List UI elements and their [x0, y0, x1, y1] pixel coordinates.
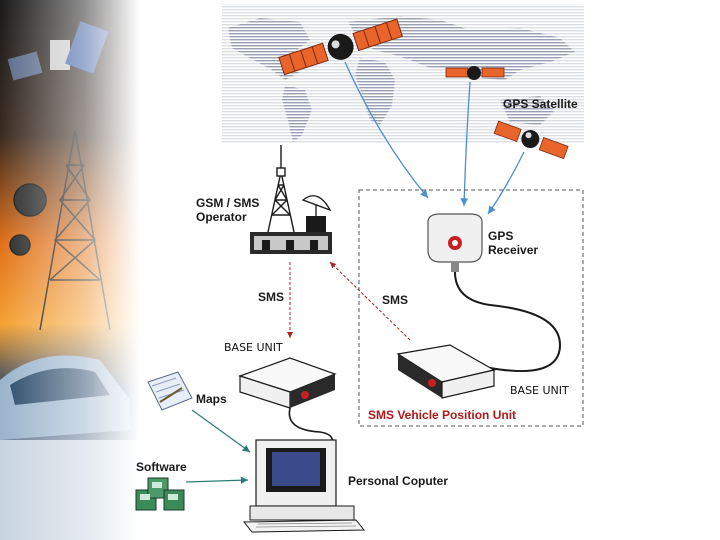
software-arrow: [185, 476, 249, 484]
gsm-tower-icon: [267, 145, 295, 233]
gps-arrow-1: [344, 61, 429, 199]
sms-vehicle-position-unit-label: SMS Vehicle Position Unit: [368, 408, 517, 422]
gps-receiver-label-line1: GPS: [488, 229, 514, 243]
gsm-operator-label-line2: Operator: [196, 210, 247, 224]
gps-satellite-label: GPS Satellite: [503, 97, 578, 111]
sms-arrows: [287, 261, 411, 341]
vehicle-unit-boundary: [358, 189, 584, 427]
software-icon: [135, 477, 185, 511]
left-photo-collage: [0, 0, 140, 540]
gps-receiver-label-line2: Receiver: [488, 243, 539, 257]
satellite-small-icon: [445, 66, 505, 80]
sms-label-left: SMS: [258, 290, 285, 304]
gps-arrow-2: [460, 81, 471, 207]
sms-label-right: SMS: [382, 293, 409, 307]
sms-arrow-up: [329, 261, 411, 341]
maps-label: Maps: [196, 392, 227, 406]
gsm-operator-label-line1: GSM / SMS: [196, 196, 260, 210]
base-unit-label-top: BASE UNIT: [224, 341, 283, 354]
satellite-large-icon: [278, 18, 403, 76]
personal-computer-label: Personal Coputer: [348, 474, 449, 488]
gps-arrow-3: [487, 151, 525, 215]
base-unit-label-right: BASE UNIT: [510, 384, 569, 397]
software-label: Software: [136, 460, 187, 474]
maps-icon: [147, 371, 193, 411]
satellite-right-icon: [493, 120, 569, 160]
personal-computer-icon: [242, 439, 366, 533]
gps-cable: [454, 271, 562, 372]
home-base-unit-icon: [238, 357, 337, 409]
gps-signal-arrows: [344, 61, 525, 215]
gps-receiver-icon: [427, 213, 483, 272]
world-map: [222, 4, 584, 144]
maps-arrow: [191, 409, 251, 453]
vehicle-base-unit-icon: [396, 344, 496, 399]
operator-building-icon: [250, 232, 332, 254]
dish-antenna-icon: [301, 195, 332, 232]
